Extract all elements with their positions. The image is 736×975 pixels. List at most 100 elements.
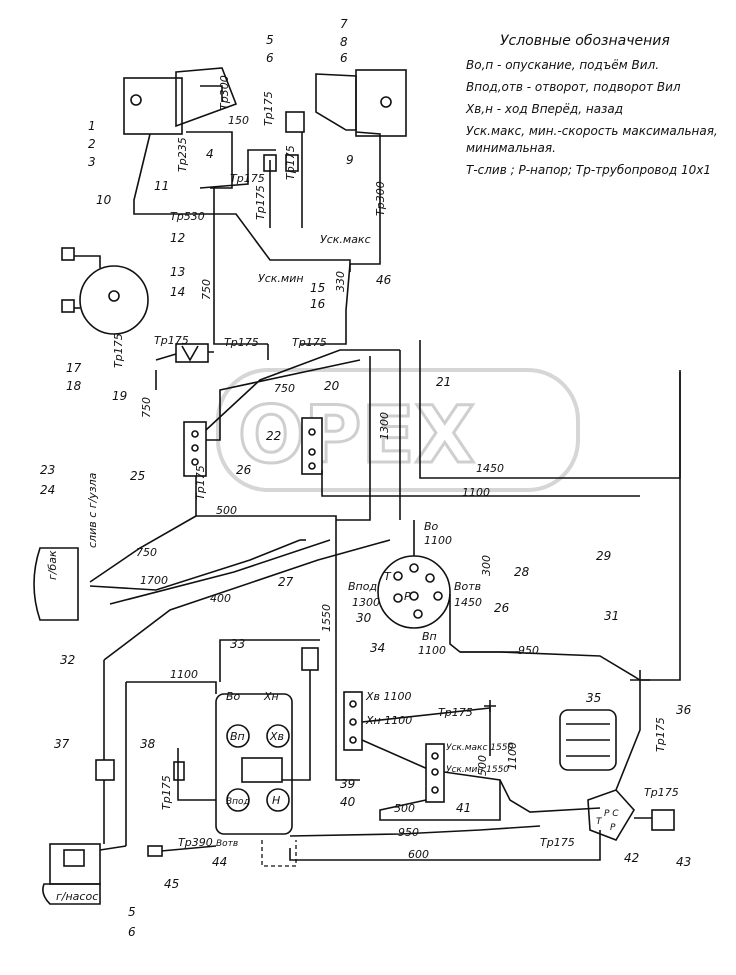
callout-39: 39 bbox=[340, 777, 355, 791]
label-330: 330 bbox=[334, 271, 347, 292]
callout-17: 17 bbox=[66, 361, 82, 375]
label-tr175j: Тр175 bbox=[438, 706, 473, 719]
callout-2: 2 bbox=[88, 137, 96, 151]
label-tr175d: Тр175 bbox=[254, 185, 267, 220]
callout-8: 8 bbox=[340, 35, 348, 49]
label-vp: Вп bbox=[422, 630, 437, 643]
callout-32: 32 bbox=[60, 653, 75, 667]
callout-26b: 26 bbox=[494, 601, 510, 615]
hose-reel bbox=[79, 265, 149, 335]
cylinder-body-right bbox=[315, 73, 357, 131]
label-400: 400 bbox=[210, 592, 231, 605]
callout-5b: 5 bbox=[128, 905, 136, 919]
label-tr175c: Тр175 bbox=[230, 172, 265, 185]
callout-4: 4 bbox=[206, 147, 214, 161]
callout-35: 35 bbox=[586, 691, 601, 705]
label-tr175g: Тр175 bbox=[112, 333, 125, 368]
label-xv1100: Хв 1100 bbox=[365, 690, 412, 703]
label-vo: Во bbox=[424, 520, 439, 533]
label-1100b: 1100 bbox=[170, 668, 198, 681]
label-xn1100: Хн 1100 bbox=[365, 714, 412, 727]
label-750d: 750 bbox=[136, 546, 157, 559]
label-pump: г/насос bbox=[56, 890, 98, 903]
label-vpod: Впод bbox=[348, 580, 377, 593]
callout-41: 41 bbox=[456, 801, 471, 815]
callout-34: 34 bbox=[370, 641, 385, 655]
label-1100e: 1100 bbox=[506, 742, 519, 770]
label-h-circle: Н bbox=[272, 794, 280, 807]
label-pc: Р С bbox=[604, 809, 619, 819]
cylinder-body-left bbox=[175, 67, 238, 128]
label-usk-maks: Уск.макс bbox=[320, 233, 371, 246]
label-p-small: Р bbox=[610, 823, 616, 833]
callout-7: 7 bbox=[340, 17, 348, 31]
label-tr300b: Тр300 bbox=[374, 181, 387, 216]
label-t-small: Т bbox=[596, 817, 603, 827]
label-tank: г/бак bbox=[46, 550, 59, 580]
label-750a: 750 bbox=[200, 279, 213, 300]
svg-text:OPEX: OPEX bbox=[238, 391, 475, 481]
label-usk-min: Уск.мин bbox=[258, 272, 304, 285]
callout-23: 23 bbox=[40, 463, 55, 477]
pipe-tr530 bbox=[133, 133, 342, 261]
label-tr390: Тр390 bbox=[178, 836, 213, 849]
callout-43: 43 bbox=[676, 855, 691, 869]
callout-44: 44 bbox=[212, 855, 227, 869]
label-tr175n: Тр175 bbox=[160, 775, 173, 810]
callout-42: 42 bbox=[624, 851, 639, 865]
label-tr175i: Тр175 bbox=[194, 465, 207, 500]
legend-line-2: Впод,отв - отворот, подворот Вил bbox=[466, 80, 681, 95]
valve-37 bbox=[95, 759, 115, 781]
callout-13: 13 bbox=[170, 265, 185, 279]
label-xv-circle: Хв bbox=[269, 730, 284, 743]
label-tr175e: Тр175 bbox=[224, 336, 259, 349]
label-tr175f: Тр175 bbox=[292, 336, 327, 349]
legend: Условные обозначения Во,п - опускание, п… bbox=[466, 32, 728, 184]
label-port-p: Р bbox=[404, 590, 411, 603]
label-tr175b: Тр175 bbox=[284, 145, 297, 180]
pump-42 bbox=[587, 789, 635, 841]
label-tr300a: Тр300 bbox=[218, 75, 231, 110]
callout-24: 24 bbox=[40, 483, 55, 497]
label-usk-min-1550: Уск.мин 1550 bbox=[446, 765, 509, 775]
label-vp-val: 1100 bbox=[418, 644, 446, 657]
label-1300: 1300 bbox=[378, 412, 391, 440]
label-300: 300 bbox=[480, 555, 493, 576]
callout-37: 37 bbox=[54, 737, 70, 751]
callout-6: 6 bbox=[266, 51, 274, 65]
label-150: 150 bbox=[228, 114, 249, 127]
callout-28: 28 bbox=[514, 565, 530, 579]
label-1550: 1550 bbox=[320, 604, 333, 632]
label-500a: 500 bbox=[216, 504, 237, 517]
callout-16: 16 bbox=[310, 297, 326, 311]
label-xn-block: Хн bbox=[263, 690, 279, 703]
label-vo-block: Во bbox=[226, 690, 241, 703]
callout-40: 40 bbox=[340, 795, 356, 809]
callout-45: 45 bbox=[164, 877, 179, 891]
callout-29: 29 bbox=[596, 549, 611, 563]
legend-title: Условные обозначения bbox=[500, 33, 670, 49]
callout-25: 25 bbox=[130, 469, 145, 483]
filter-43 bbox=[651, 809, 675, 831]
label-1450: 1450 bbox=[476, 462, 504, 475]
callout-38: 38 bbox=[140, 737, 156, 751]
label-port-t: Т bbox=[384, 570, 392, 583]
callout-12: 12 bbox=[170, 231, 185, 245]
callout-19: 19 bbox=[112, 389, 127, 403]
label-tr530: Тр530 bbox=[170, 210, 205, 223]
callout-9: 9 bbox=[346, 153, 354, 167]
label-vo-val: 1100 bbox=[424, 534, 452, 547]
lift-port-left bbox=[130, 94, 142, 106]
callout-27: 27 bbox=[278, 575, 294, 589]
label-drain: слив с г/узла bbox=[86, 472, 99, 548]
callout-31: 31 bbox=[604, 609, 619, 623]
lift-cylinder-left bbox=[123, 77, 183, 135]
label-750c: 750 bbox=[140, 397, 153, 418]
callout-46: 46 bbox=[376, 273, 392, 287]
label-750b: 750 bbox=[274, 382, 295, 395]
callout-30: 30 bbox=[356, 611, 372, 625]
callout-21: 21 bbox=[436, 375, 451, 389]
